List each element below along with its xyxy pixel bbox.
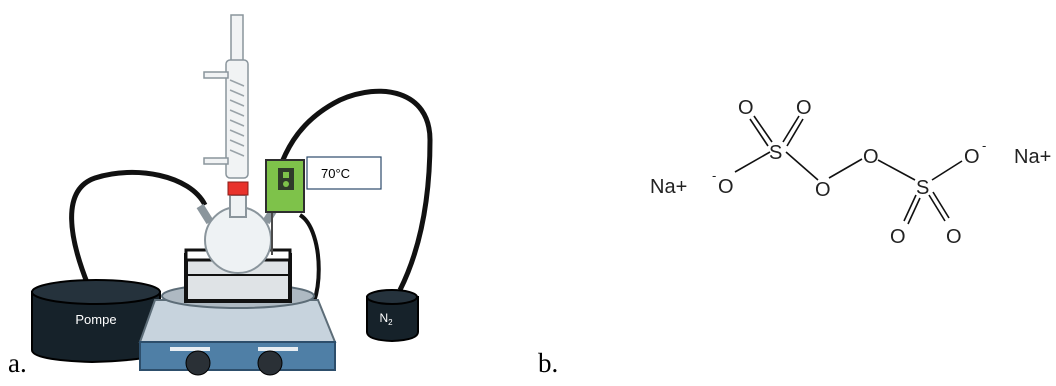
atom-o-bridge-2: O bbox=[863, 146, 879, 168]
atom-o-bridge-1: O bbox=[815, 179, 831, 201]
pump: Pompe bbox=[31, 279, 161, 364]
atom-s-right: S bbox=[916, 177, 929, 199]
sodium-ion-left: Na+ bbox=[650, 176, 687, 198]
svg-text:N2: N2 bbox=[379, 311, 393, 327]
temperature-display: 70°C bbox=[306, 156, 382, 190]
atom-s-left: S bbox=[769, 142, 782, 164]
reflux-condenser bbox=[203, 14, 249, 179]
atom-o-bottom-2: O bbox=[946, 226, 962, 248]
temperature-label: 70°C bbox=[321, 166, 350, 181]
temperature-controller bbox=[265, 159, 305, 213]
hotplate-knob-right bbox=[257, 350, 283, 376]
n2-subscript: 2 bbox=[388, 318, 393, 327]
atom-o-minus-right: O bbox=[964, 146, 980, 168]
n2-container: N2 bbox=[366, 289, 419, 343]
atom-minus-right: - bbox=[982, 138, 986, 153]
atom-o-minus-left: O bbox=[718, 176, 734, 198]
atom-o-top-2: O bbox=[796, 97, 812, 119]
panel-b-atoms: Na+ - O S O O O O S O O O - Na+ bbox=[650, 97, 1051, 248]
pump-tubing bbox=[69, 170, 208, 286]
atom-o-bottom-1: O bbox=[890, 226, 906, 248]
panel-label-b: b. bbox=[538, 348, 559, 378]
sodium-ion-right: Na+ bbox=[1014, 146, 1051, 168]
atom-minus-left: - bbox=[712, 168, 716, 183]
joint-clip bbox=[227, 181, 249, 196]
pump-label: Pompe bbox=[75, 312, 116, 327]
panel-a-apparatus: Pompe N2 bbox=[31, 14, 433, 376]
hotplate-knob-left bbox=[185, 350, 211, 376]
panel-label-a: a. bbox=[8, 348, 27, 378]
panel-b-structure bbox=[734, 115, 963, 225]
n2-tubing-upper bbox=[265, 88, 433, 292]
atom-o-top-1: O bbox=[738, 97, 754, 119]
round-bottom-flask bbox=[196, 194, 280, 274]
n2-label: N bbox=[379, 311, 388, 325]
